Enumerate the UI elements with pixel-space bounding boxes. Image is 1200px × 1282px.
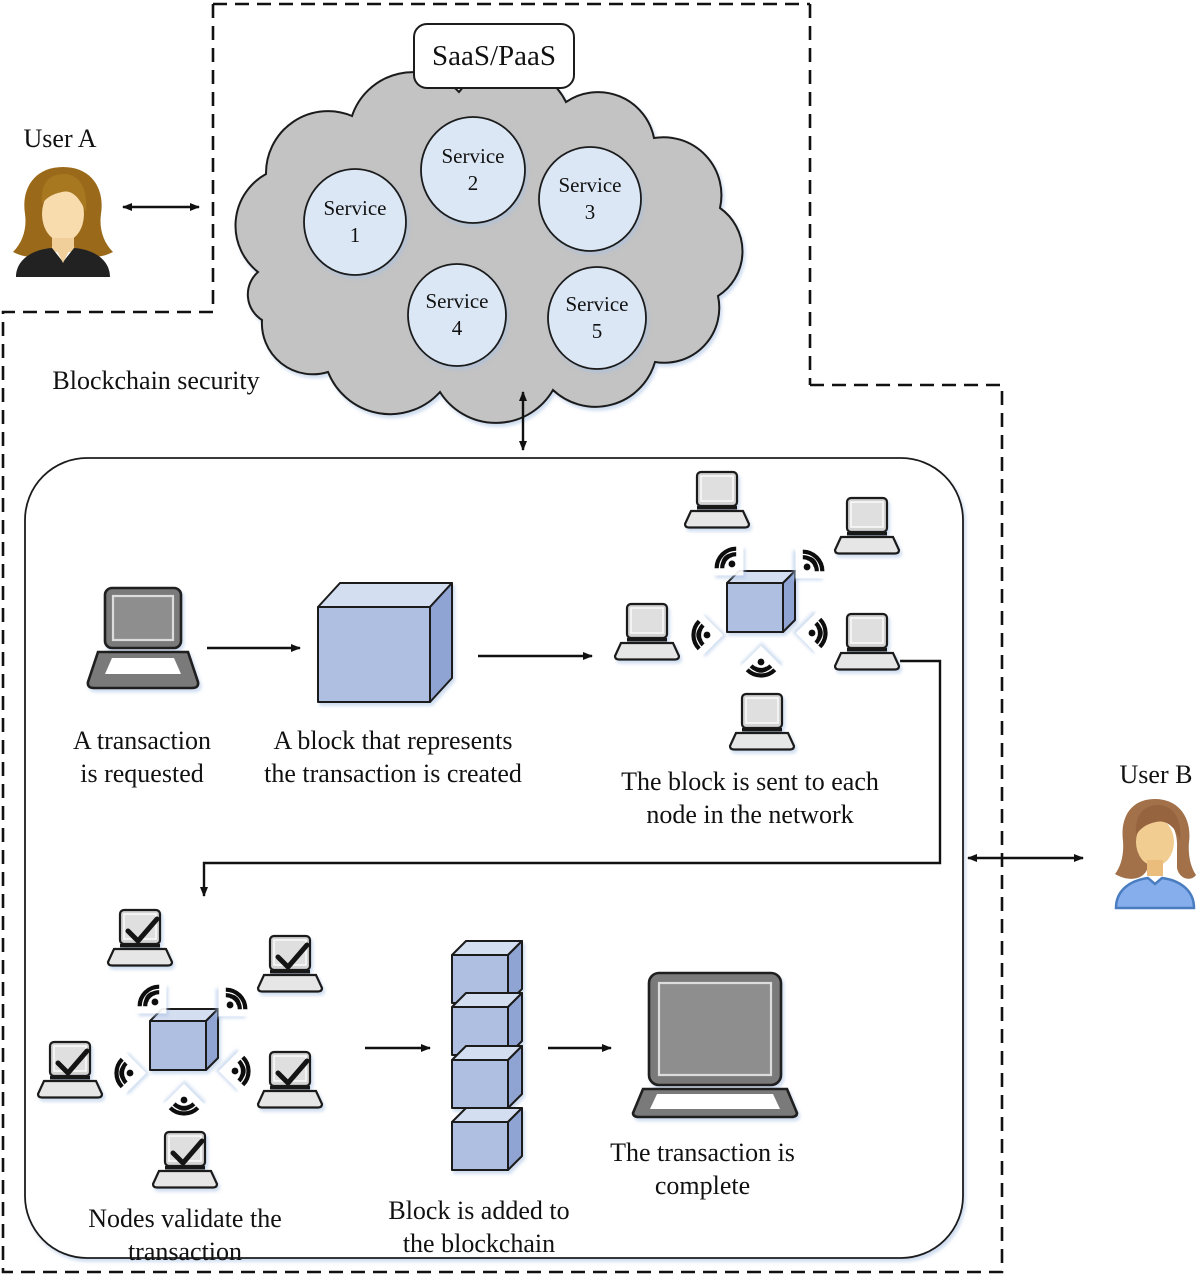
blockchain-security-label: Blockchain security (52, 366, 260, 395)
service-5-circle (547, 266, 647, 370)
block-cube-icon (317, 582, 453, 703)
step-caption-block-added: Block is added to the blockchain (388, 1196, 570, 1258)
blockchain-security-region-border (1, 310, 1004, 1274)
transaction-laptop-icon (86, 586, 200, 690)
block-cube-icon (149, 1008, 219, 1071)
step-caption-transaction-complete: The transaction is complete (610, 1138, 795, 1200)
service-2-label: Service 2 (441, 144, 505, 195)
user-b-label: User B (1119, 760, 1193, 789)
complete-laptop-icon (631, 971, 799, 1119)
service-5-label: Service 5 (565, 292, 629, 343)
service-1-label: Service 1 (323, 196, 387, 247)
saas-paas-label: SaaS/PaaS (431, 40, 557, 72)
service-4-circle (407, 263, 507, 367)
saas-paas-box: SaaS/PaaS (413, 23, 575, 89)
arrow-step3-4-connector (200, 659, 942, 897)
step-caption-block-sent: The block is sent to each node in the ne… (621, 767, 879, 829)
step-caption-transaction-requested: A transaction is requested (73, 726, 211, 788)
block-cube-icon (451, 1107, 523, 1171)
user-a-label: User A (23, 124, 97, 153)
service-4-label: Service 4 (425, 289, 489, 340)
saas-cloud (234, 65, 744, 424)
step-caption-nodes-validate: Nodes validate the transaction (88, 1204, 282, 1266)
service-3-circle (538, 146, 642, 252)
blockchain-stack-icon (451, 940, 523, 1171)
step-caption-block-created: A block that represents the transaction … (264, 726, 522, 788)
service-1-circle (303, 168, 407, 276)
service-2-circle (420, 116, 526, 224)
block-cube-icon (726, 570, 796, 633)
block-cube-icon (451, 1045, 523, 1109)
user-b-avatar (1114, 799, 1196, 910)
service-3-label: Service 3 (558, 173, 622, 224)
user-a-avatar (13, 167, 113, 277)
